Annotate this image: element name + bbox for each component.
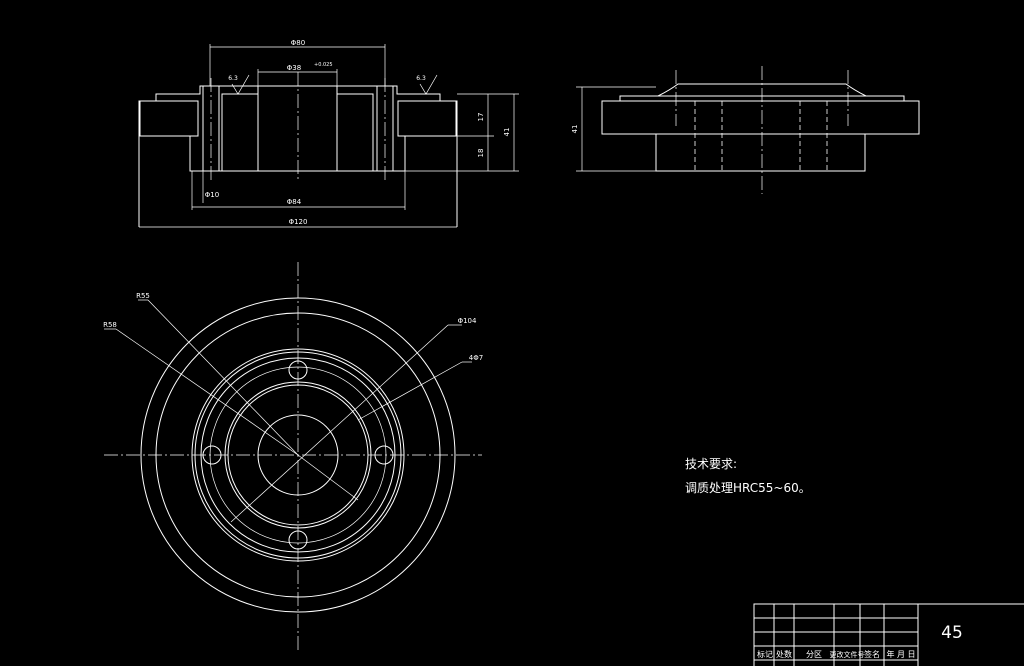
roughness-left: 6.3 (228, 75, 238, 82)
dim-bore-tolerance: +0.025 (314, 62, 333, 68)
roughness-right: 6.3 (416, 75, 426, 82)
dim-hole-bottom: Φ10 (205, 191, 219, 199)
title-block-header: 处数 (776, 649, 792, 659)
dim-h2: 18 (477, 149, 485, 158)
title-block-header: 签名 (864, 649, 880, 659)
callout-r4: 4Φ7 (469, 354, 483, 362)
plan-view: R55 R58 Φ104 4Φ7 (103, 262, 483, 652)
dim-top-width: Φ80 (291, 39, 305, 47)
side-view: 41 (571, 66, 920, 194)
title-block-header: 更改文件号 (830, 650, 865, 659)
callout-r1: R55 (136, 292, 150, 300)
front-section-view: Φ80 Φ38 +0.025 Φ10 Φ84 Φ120 17 18 41 6.3… (138, 39, 519, 228)
dim-bore: Φ38 (287, 64, 301, 72)
notes-title: 技术要求: (685, 457, 737, 471)
dim-overall: Φ120 (289, 218, 308, 226)
dim-h1: 17 (477, 113, 485, 122)
side-height-label: 41 (571, 125, 579, 134)
title-block: 标记 处数 分区 更改文件号 签名 年 月 日 45 (753, 603, 1024, 666)
material-label: 45 (941, 623, 963, 643)
callout-r3: Φ104 (458, 317, 477, 325)
notes-line-1: 调质处理HRC55~60。 (685, 481, 811, 495)
title-block-header: 分区 (806, 650, 822, 659)
callout-r2: R58 (103, 321, 117, 329)
title-block-header: 标记 (757, 649, 773, 659)
dim-h3: 41 (503, 128, 511, 137)
dim-mid-width: Φ84 (287, 198, 302, 206)
title-block-header: 年 月 日 (886, 649, 915, 659)
technical-notes: 技术要求: 调质处理HRC55~60。 (685, 457, 811, 495)
